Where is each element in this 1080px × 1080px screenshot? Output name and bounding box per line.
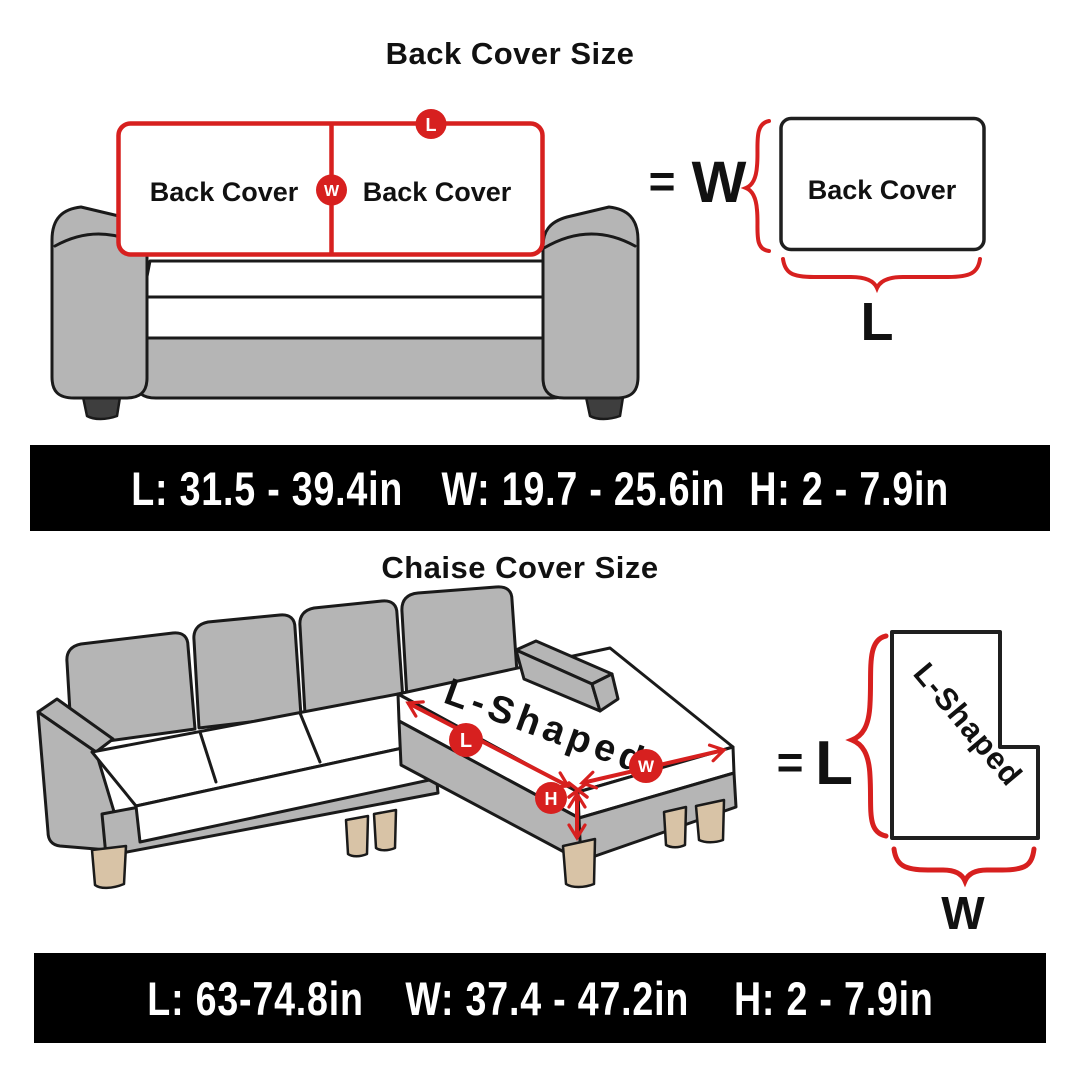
back-cushion-1	[65, 631, 197, 748]
width-letter: W	[941, 887, 985, 939]
foot-middle-1	[344, 814, 370, 858]
foot-chaise-right-1	[662, 805, 688, 849]
foot-left-arm	[90, 844, 128, 890]
back-width-range: W: 19.7 - 25.6in	[441, 461, 726, 515]
chaise-arm-end	[590, 672, 620, 713]
right-cushion-label: Back Cover	[363, 177, 512, 207]
length-badge	[415, 109, 447, 139]
chaise-equation: = L L-Shaped W	[777, 630, 1040, 939]
width-badge	[316, 174, 347, 206]
sofa-right-foot	[584, 395, 625, 421]
diagram-rect-label: Back Cover	[808, 175, 957, 205]
back-cushion-4	[400, 585, 520, 701]
height-badge-letter: H	[545, 789, 558, 809]
loveseat-sofa-drawing	[50, 205, 640, 421]
left-cushion-label: Back Cover	[150, 177, 299, 207]
equals-sign: =	[649, 155, 676, 207]
length-underbrace	[781, 257, 982, 294]
width-badge	[629, 749, 663, 783]
sofa-seat-top	[141, 259, 567, 299]
chaise-height-range: H: 2 - 7.9in	[733, 971, 934, 1025]
width-badge-letter: W	[638, 757, 655, 776]
chaise-length-range: L: 63-74.8in	[146, 971, 364, 1025]
sofa-seat-front	[139, 295, 569, 340]
chaise-width-range: W: 37.4 - 47.2in	[404, 971, 689, 1025]
height-badge	[535, 782, 567, 814]
back-cover-dimensions-text: L: 31.5 - 39.4in W: 19.7 - 25.6in H: 2 -…	[131, 461, 949, 516]
chaise-cover-illustration: L-Shaped L W H = L L-Shaped W	[36, 585, 1040, 939]
width-underbrace	[891, 846, 1037, 888]
length-brace	[845, 633, 889, 839]
foot-middle-2	[372, 808, 398, 852]
back-cover-illustration: Back Cover Back Cover W L = W Back Cover…	[50, 109, 986, 421]
seat-separator-1	[198, 730, 218, 784]
length-badge-letter: L	[426, 115, 437, 135]
length-badge-letter: L	[460, 730, 472, 752]
length-arrow	[405, 700, 571, 789]
foot-chaise-right-2	[694, 798, 726, 844]
sofa-right-arm-crease	[542, 232, 637, 250]
width-brace	[740, 119, 771, 253]
back-cover-equation: = W Back Cover L	[649, 116, 986, 352]
back-cushion-3	[298, 599, 405, 716]
back-cover-outline-overlay: Back Cover Back Cover W L	[116, 109, 545, 257]
sofa-base	[135, 336, 573, 400]
equals-sign: =	[777, 736, 804, 788]
l-shape-diagram	[890, 630, 1040, 840]
length-letter: L	[861, 292, 894, 352]
back-cover-dimensions-bar: L: 31.5 - 39.4in W: 19.7 - 25.6in H: 2 -…	[30, 445, 1050, 531]
chaise-cover-dimensions-bar: L: 63-74.8in W: 37.4 - 47.2in H: 2 - 7.9…	[34, 953, 1046, 1043]
width-letter: W	[692, 150, 747, 215]
seat-separator-2	[298, 711, 322, 764]
back-length-range: L: 31.5 - 39.4in	[131, 461, 404, 515]
back-height-range: H: 2 - 7.9in	[749, 461, 949, 515]
chaise-cover-dimensions-text: L: 63-74.8in W: 37.4 - 47.2in H: 2 - 7.9…	[147, 971, 933, 1026]
back-cushion-2	[192, 613, 303, 730]
width-badge-letter: W	[324, 183, 340, 200]
length-badge	[449, 723, 483, 757]
corner-cross-mark	[567, 781, 589, 799]
sofa-left-foot	[81, 395, 122, 421]
back-cover-diagram-rect	[779, 116, 986, 252]
back-cover-section-title: Back Cover Size	[385, 36, 635, 71]
foot-chaise-front	[561, 837, 597, 889]
sofa-right-arm	[541, 205, 640, 400]
chaise-cover-section-title: Chaise Cover Size	[381, 550, 659, 585]
